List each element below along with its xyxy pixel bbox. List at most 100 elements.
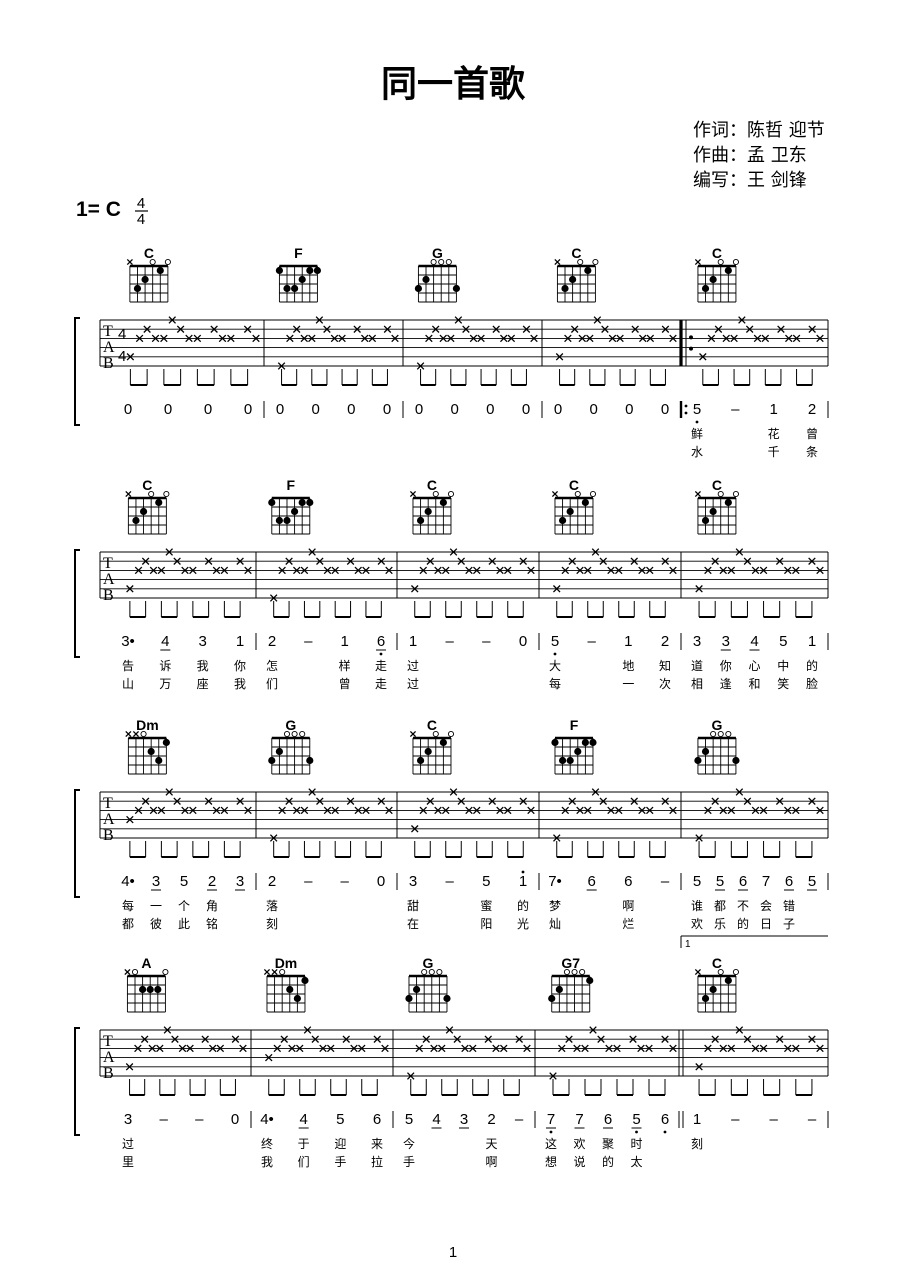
jianpu-note: 3 (693, 633, 701, 650)
chord-name: Dm (275, 955, 298, 971)
tab-note-cross (745, 325, 754, 333)
finger-dot (569, 275, 577, 284)
jianpu-note: 3 (236, 873, 244, 890)
tab-note-cross (342, 1035, 351, 1043)
tab-note-cross (792, 806, 800, 815)
cross-stroke (589, 1026, 597, 1034)
cross-stroke (385, 806, 393, 815)
tab-note-cross (775, 557, 784, 565)
tab-note-cross (285, 557, 293, 565)
cross-stroke (445, 1026, 454, 1034)
cross-stroke (591, 788, 600, 796)
lyric-verse-1: 刻 (691, 1137, 703, 1151)
cross-stroke (714, 325, 723, 333)
jianpu-note: 0 (450, 401, 458, 418)
cross-stroke (530, 334, 538, 343)
lyric-verse-1: 诉 (159, 659, 171, 673)
tab-note-cross (581, 1044, 589, 1053)
jianpu-note: 0 (625, 401, 633, 418)
finger-dot (286, 985, 294, 994)
lyric-verse-2: 脸 (806, 677, 818, 691)
tab-note-cross (244, 566, 252, 575)
jianpu-note: 7• (548, 873, 562, 890)
lyric-verse-2: 都 (122, 917, 134, 931)
cross-stroke (468, 1044, 477, 1053)
finger-dot (268, 498, 276, 507)
lyric-verse-1: 鲜 (691, 427, 703, 441)
cross-stroke (661, 557, 670, 565)
cross-stroke (638, 566, 646, 575)
tab-note-cross (783, 1044, 792, 1053)
tab-note-cross (285, 797, 293, 805)
cross-stroke (472, 566, 481, 575)
chord-diagram-f: F (551, 717, 597, 775)
tab-note-cross (576, 566, 584, 575)
page-title: 同一首歌 (381, 64, 526, 105)
jianpu-note: 0 (164, 401, 172, 418)
cross-stroke (308, 788, 316, 796)
tab-note-cross (469, 334, 478, 343)
tab-note-cross (515, 1035, 524, 1043)
chord-diagram-c: C (554, 245, 599, 303)
tab-note-cross (236, 797, 244, 805)
tab-note-cross (457, 797, 466, 805)
lyric-verse-2: 一 (622, 677, 634, 691)
cross-stroke (125, 1063, 134, 1071)
tab-note-cross (252, 334, 260, 343)
cross-stroke (126, 585, 134, 593)
finger-dot (422, 275, 430, 284)
cross-stroke (808, 1035, 816, 1043)
cross-stroke (346, 797, 355, 805)
tab-note-cross (269, 834, 278, 842)
jianpu-note: 6 (739, 873, 747, 890)
cross-stroke (422, 1035, 431, 1043)
finger-dot (724, 498, 732, 507)
cross-stroke (753, 334, 762, 343)
cross-stroke (699, 353, 707, 361)
tab-note-cross (178, 1044, 187, 1053)
tab-note-cross (761, 334, 770, 343)
system-bracket (74, 549, 80, 658)
tab-note-cross (212, 566, 221, 575)
cross-stroke (808, 325, 816, 333)
tab-note-cross (419, 806, 428, 815)
tab-note-cross (792, 1044, 800, 1053)
jianpu-note: 7 (575, 1111, 583, 1128)
jianpu-note: 0 (522, 401, 530, 418)
finger-dot (589, 738, 597, 747)
cross-stroke (208, 1044, 217, 1053)
finger-dot (412, 985, 421, 994)
lyric-verse-2: 太 (630, 1154, 642, 1169)
cross-stroke (141, 797, 150, 805)
finger-dot (709, 507, 717, 516)
cross-stroke (645, 566, 654, 575)
cross-stroke (244, 806, 252, 815)
tab-note-cross (753, 334, 762, 343)
cross-stroke (285, 557, 293, 565)
cross-stroke (308, 334, 316, 343)
tab-note-cross (719, 566, 728, 575)
jianpu-note: – (731, 401, 740, 418)
cross-stroke (607, 806, 615, 815)
chord-diagram-c: C (409, 717, 455, 775)
lyric-verse-2: 铭 (206, 916, 218, 931)
tab-note-cross (362, 566, 370, 575)
tab-note-cross (646, 334, 655, 343)
jianpu-note: – (482, 633, 491, 650)
tab-note-cross (441, 806, 450, 815)
tab-note-cross (377, 797, 386, 805)
tab-note-cross (727, 566, 736, 575)
tab-note-cross (165, 788, 174, 796)
tab-note-cross (591, 548, 600, 556)
tab-note-cross (583, 806, 592, 815)
cross-stroke (216, 1044, 225, 1053)
jianpu-note: 5 (336, 1111, 344, 1128)
cross-stroke (368, 334, 377, 343)
cross-stroke (292, 806, 301, 815)
cross-stroke (554, 258, 561, 266)
cross-stroke (694, 490, 701, 498)
muted-string-mark (694, 490, 701, 498)
